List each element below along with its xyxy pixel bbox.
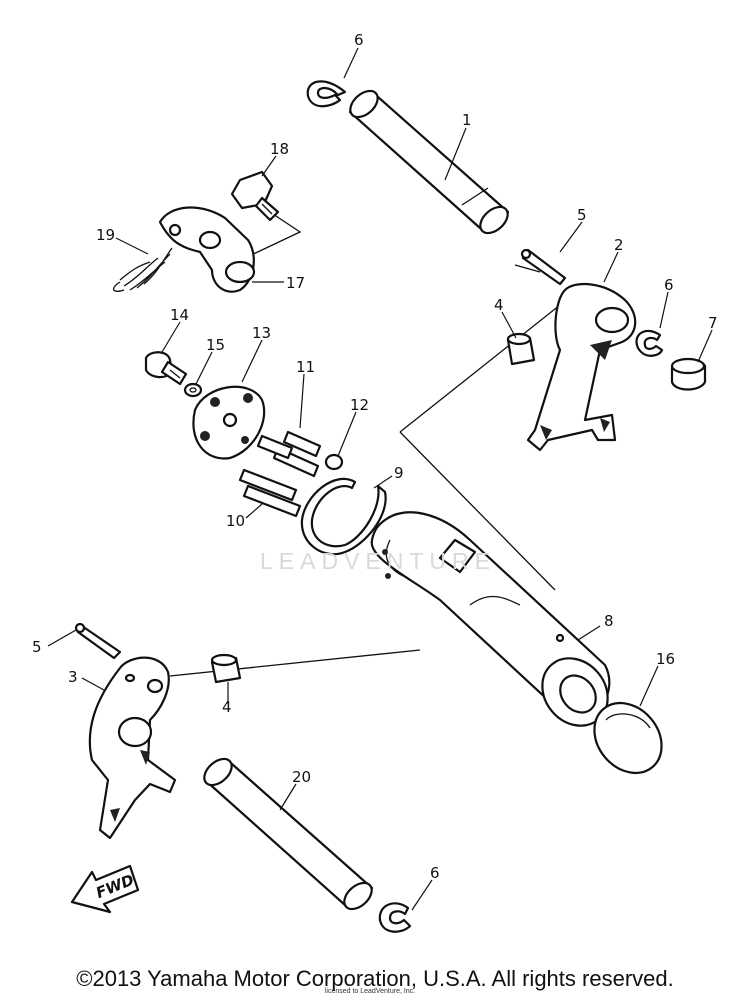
segment-plate-part-13 (192, 385, 266, 460)
label-3: 3 (68, 668, 78, 686)
label-2: 2 (614, 236, 624, 254)
dowel-pin-part-4-upper (506, 332, 536, 366)
pins-part-11 (256, 430, 322, 478)
guide-bar-part-1 (348, 89, 510, 235)
label-5-right: 5 (577, 206, 587, 224)
label-6-right: 6 (664, 276, 674, 294)
spring-part-19 (113, 247, 173, 292)
watermark-text: LEADVENTURE (260, 548, 496, 574)
fwd-arrow-icon: FWD (70, 864, 140, 914)
leader-lines (47, 47, 713, 911)
label-4-upper: 4 (494, 296, 504, 314)
label-5-left: 5 (32, 638, 42, 656)
callout-labels: 6 1 5 2 6 7 4 18 17 19 14 15 13 11 12 9 … (32, 31, 718, 882)
washer-part-15 (183, 382, 203, 398)
label-6-top: 6 (354, 31, 364, 49)
shift-drum-part-8 (370, 511, 611, 727)
circlip-part-9 (300, 477, 387, 556)
bolt-part-18 (230, 170, 280, 222)
licensed-text: licensed to LeadVenture, Inc. (324, 988, 416, 995)
label-12: 12 (350, 396, 369, 414)
label-7: 7 (708, 314, 718, 332)
shift-fork-part-2 (526, 283, 637, 452)
label-20: 20 (292, 768, 311, 786)
circlip-part-6-bottom (378, 902, 412, 933)
label-14: 14 (170, 306, 189, 324)
alignment-lines (169, 211, 561, 677)
copyright-text: ©2013 Yamaha Motor Corporation, U.S.A. A… (76, 966, 674, 991)
label-8: 8 (604, 612, 614, 630)
label-9: 9 (394, 464, 404, 482)
label-18: 18 (270, 140, 289, 158)
label-13: 13 (252, 324, 271, 342)
shift-fork-part-3 (88, 656, 177, 840)
dowel-pin-part-4-lower (210, 653, 242, 684)
bolt-part-14 (144, 351, 188, 386)
circlip-part-6-top (306, 80, 347, 108)
cotter-pin-part-5-left (74, 622, 122, 660)
label-4-lower: 4 (222, 698, 232, 716)
circlip-part-6-right (635, 329, 664, 357)
label-11: 11 (296, 358, 315, 376)
cap-part-16 (593, 701, 663, 775)
label-19: 19 (96, 226, 115, 244)
label-1: 1 (462, 111, 472, 129)
label-16: 16 (656, 650, 675, 668)
cotter-pin-part-5-right (520, 248, 567, 286)
label-17: 17 (286, 274, 305, 292)
label-15: 15 (206, 336, 225, 354)
label-6-bottom: 6 (430, 864, 440, 882)
stopper-lever-part-17 (158, 206, 256, 293)
guide-bar-part-20 (203, 757, 374, 911)
label-10: 10 (226, 512, 245, 530)
ring-part-12 (324, 453, 344, 471)
cap-part-7 (670, 357, 707, 391)
pins-part-10 (238, 468, 302, 518)
parts-diagram: FWD 6 1 5 2 6 7 4 18 17 (32, 31, 718, 933)
